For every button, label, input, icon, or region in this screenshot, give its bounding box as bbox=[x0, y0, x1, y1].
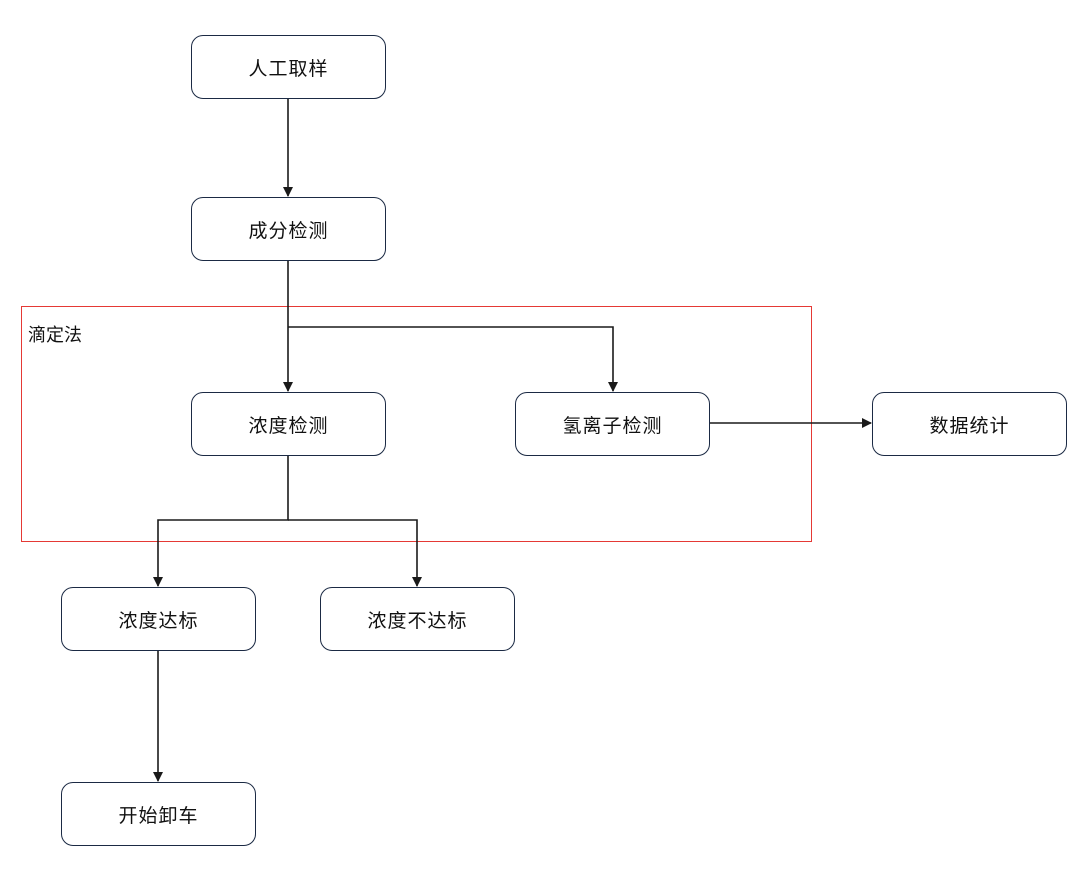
node-manual-sampling-label: 人工取样 bbox=[248, 57, 329, 80]
edge-component-to-hydrogen-ion bbox=[288, 326, 618, 392]
node-hydrogen-ion-detection-label: 氢离子检测 bbox=[562, 414, 663, 437]
node-concentration-detection: 浓度检测 bbox=[191, 392, 386, 456]
node-concentration-pass: 浓度达标 bbox=[61, 587, 256, 651]
node-hydrogen-ion-detection: 氢离子检测 bbox=[515, 392, 710, 456]
node-manual-sampling: 人工取样 bbox=[191, 35, 386, 99]
edge-concentration-to-pass bbox=[153, 456, 289, 587]
node-start-unloading: 开始卸车 bbox=[61, 782, 256, 846]
node-concentration-fail: 浓度不达标 bbox=[320, 587, 515, 651]
node-concentration-detection-label: 浓度检测 bbox=[248, 414, 329, 437]
titration-group-label: 滴定法 bbox=[28, 325, 82, 346]
node-concentration-pass-label: 浓度达标 bbox=[118, 609, 199, 632]
node-data-statistics-label: 数据统计 bbox=[929, 414, 1010, 437]
node-component-detection-label: 成分检测 bbox=[248, 219, 329, 242]
node-component-detection: 成分检测 bbox=[191, 197, 386, 261]
node-data-statistics: 数据统计 bbox=[872, 392, 1067, 456]
node-concentration-fail-label: 浓度不达标 bbox=[367, 609, 468, 632]
node-start-unloading-label: 开始卸车 bbox=[118, 804, 199, 827]
edge-concentration-to-fail bbox=[288, 519, 422, 587]
